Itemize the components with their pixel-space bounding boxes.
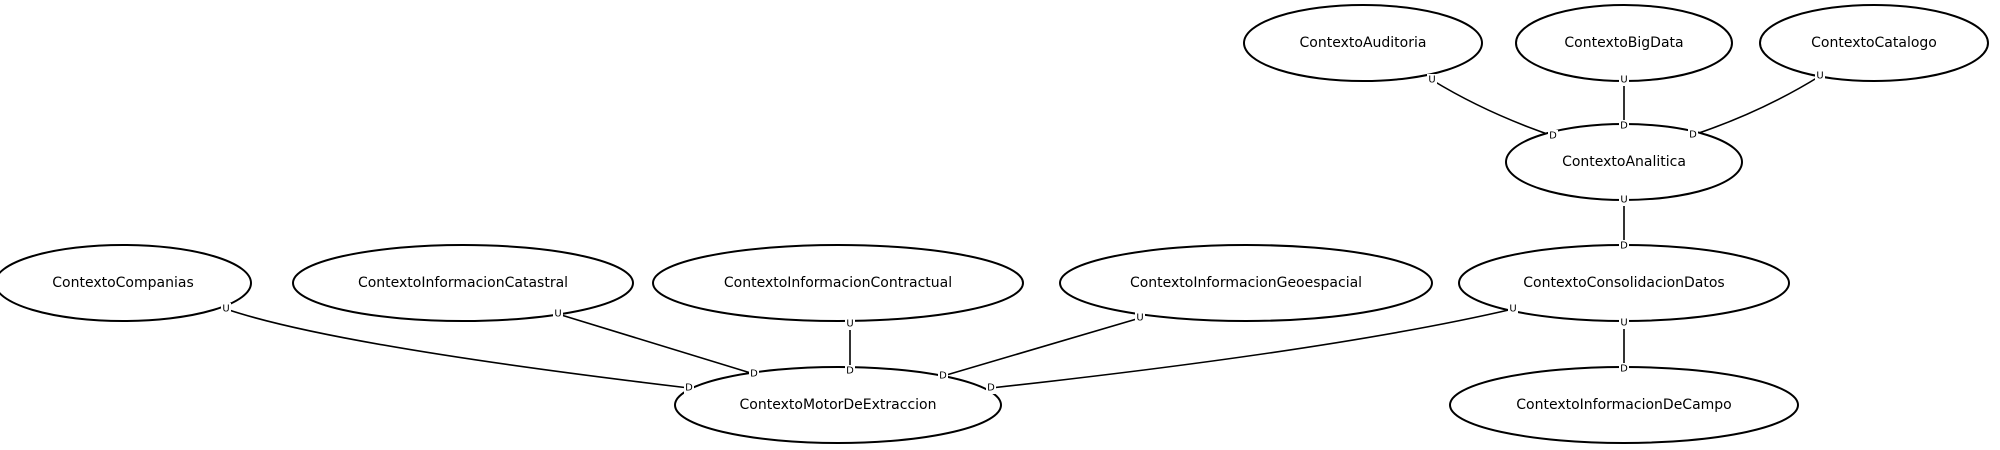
node-companias-label: ContextoCompanias [52,275,194,291]
node-catalogo-label: ContextoCatalogo [1811,35,1937,51]
node-motor[interactable]: ContextoMotorDeExtraccion [674,366,1002,444]
node-auditoria[interactable]: ContextoAuditoria [1243,4,1483,82]
edge-catastral-to-motor-downstream-label-group: D [749,368,759,380]
node-catalogo-ellipse [1759,4,1989,82]
node-catastral-label: ContextoInformacionCatastral [358,275,568,291]
edge-catastral-to-motor-upstream-label: U [554,309,561,320]
node-auditoria-ellipse [1243,4,1483,82]
edge-bigdata-to-analitica-downstream-label: D [1620,121,1628,132]
edge-analitica-to-consolidacion-upstream-label-background [1619,194,1629,206]
node-motor-label: ContextoMotorDeExtraccion [740,397,937,413]
node-catastral[interactable]: ContextoInformacionCatastral [292,244,634,322]
edge-auditoria-to-analitica-downstream-label-group: D [1548,130,1558,142]
edge-auditoria-to-analitica-upstream-label: U [1428,75,1435,86]
edge-geoespacial-to-motor-upstream-label-background [1135,312,1145,324]
edge-contractual-to-motor-downstream-label-group: D [845,365,855,377]
edge-catastral-to-motor-upstream-label-background [553,308,563,320]
edge-geoespacial-to-motor-downstream-label-background [938,370,948,382]
edge-contractual-to-motor-upstream-label: U [846,319,853,330]
edge-consolidacion-to-campo-downstream-label-background [1619,363,1629,375]
edge-geoespacial-to-motor [942,317,1141,377]
edge-consolidacion-to-motor [990,308,1514,389]
edge-catastral-to-motor [557,313,755,375]
edge-catastral-to-motor-upstream-label-group: U [553,308,563,320]
node-catastral-ellipse [292,244,634,322]
edge-catalogo-to-analitica-downstream-label: D [1689,130,1697,141]
edge-analitica-to-consolidacion-upstream-label: U [1620,195,1627,206]
edge-consolidacion-to-campo-upstream-label-group: U [1619,317,1629,329]
edge-consolidacion-to-campo-downstream-label-group: D [1619,363,1629,375]
edge-contractual-to-motor-downstream-label: D [846,366,854,377]
edge-companias-to-motor [225,308,690,389]
edge-consolidacion-to-campo-upstream-label-background [1619,317,1629,329]
edges-layer [225,75,1821,389]
edge-consolidacion-to-motor-downstream-label-background [986,382,996,394]
edge-geoespacial-to-motor-upstream-label: U [1136,313,1143,324]
edge-consolidacion-to-motor-downstream-label: D [987,383,995,394]
edge-analitica-to-consolidacion-downstream-label: D [1620,241,1628,252]
node-analitica-label: ContextoAnalitica [1562,154,1686,170]
node-motor-ellipse [674,366,1002,444]
node-geoespacial[interactable]: ContextoInformacionGeoespacial [1059,244,1433,322]
edge-contractual-to-motor-upstream-label-background [845,318,855,330]
edge-consolidacion-to-campo-upstream-label: U [1620,318,1627,329]
edge-analitica-to-consolidacion-downstream-label-background [1619,240,1629,252]
edge-auditoria-to-analitica [1431,79,1554,137]
edge-bigdata-to-analitica-downstream-label-background [1619,120,1629,132]
edge-contractual-to-motor-upstream-label-group: U [845,318,855,330]
node-geoespacial-label: ContextoInformacionGeoespacial [1130,275,1362,291]
edge-companias-to-motor-downstream-label: D [685,383,693,394]
node-companias-ellipse [0,244,252,322]
node-analitica[interactable]: ContextoAnalitica [1505,123,1743,201]
edge-bigdata-to-analitica-upstream-label-background [1619,74,1629,86]
node-contractual-label: ContextoInformacionContractual [724,275,952,291]
edge-consolidacion-to-motor-downstream-label-group: D [986,382,996,394]
node-contractual[interactable]: ContextoInformacionContractual [652,244,1024,322]
edge-auditoria-to-analitica-downstream-label: D [1549,131,1557,142]
edge-consolidacion-to-motor-upstream-label: U [1509,304,1516,315]
edge-companias-to-motor-downstream-label-background [684,382,694,394]
edge-analitica-to-consolidacion-downstream-label-group: D [1619,240,1629,252]
node-geoespacial-ellipse [1059,244,1433,322]
edge-companias-to-motor-upstream-label: U [222,304,229,315]
edge-catastral-to-motor-downstream-label: D [750,369,758,380]
node-auditoria-label: ContextoAuditoria [1300,35,1427,51]
edge-geoespacial-to-motor-downstream-label-group: D [938,370,948,382]
edge-bigdata-to-analitica-upstream-label-group: U [1619,74,1629,86]
node-campo[interactable]: ContextoInformacionDeCampo [1449,366,1799,444]
edge-auditoria-to-analitica-upstream-label-group: U [1427,74,1437,86]
node-companias[interactable]: ContextoCompanias [0,244,252,322]
edge-companias-to-motor-upstream-label-group: U [221,303,231,315]
edge-geoespacial-to-motor-downstream-label: D [939,371,947,382]
edge-auditoria-to-analitica-downstream-label-background [1548,130,1558,142]
edge-auditoria-to-analitica-upstream-label-background [1427,74,1437,86]
node-consolidacion-label: ContextoConsolidacionDatos [1523,275,1724,291]
edge-companias-to-motor-upstream-label-background [221,303,231,315]
node-catalogo[interactable]: ContextoCatalogo [1759,4,1989,82]
edge-analitica-to-consolidacion-upstream-label-group: U [1619,194,1629,206]
edge-bigdata-to-analitica-downstream-label-group: D [1619,120,1629,132]
edge-catalogo-to-analitica-downstream-label-group: D [1688,129,1698,141]
edge-catalogo-to-analitica [1692,75,1821,136]
edge-consolidacion-to-campo-downstream-label: D [1620,364,1628,375]
edge-catalogo-to-analitica-upstream-label: U [1816,71,1823,82]
edge-consolidacion-to-motor-upstream-label-background [1508,303,1518,315]
edge-companias-to-motor-downstream-label-group: D [684,382,694,394]
edge-catalogo-to-analitica-upstream-label-background [1815,70,1825,82]
edge-catastral-to-motor-downstream-label-background [749,368,759,380]
edge-contractual-to-motor-downstream-label-background [845,365,855,377]
node-campo-label: ContextoInformacionDeCampo [1516,397,1732,413]
node-contractual-ellipse [652,244,1024,322]
node-bigdata[interactable]: ContextoBigData [1515,4,1733,82]
edge-catalogo-to-analitica-downstream-label-background [1688,129,1698,141]
node-bigdata-label: ContextoBigData [1564,35,1683,51]
edge-geoespacial-to-motor-upstream-label-group: U [1135,312,1145,324]
edge-bigdata-to-analitica-upstream-label: U [1620,75,1627,86]
ports-layer: U D U D U D U D U D U D U D U D U D U D [221,70,1825,394]
edge-consolidacion-to-motor-upstream-label-group: U [1508,303,1518,315]
edge-catalogo-to-analitica-upstream-label-group: U [1815,70,1825,82]
